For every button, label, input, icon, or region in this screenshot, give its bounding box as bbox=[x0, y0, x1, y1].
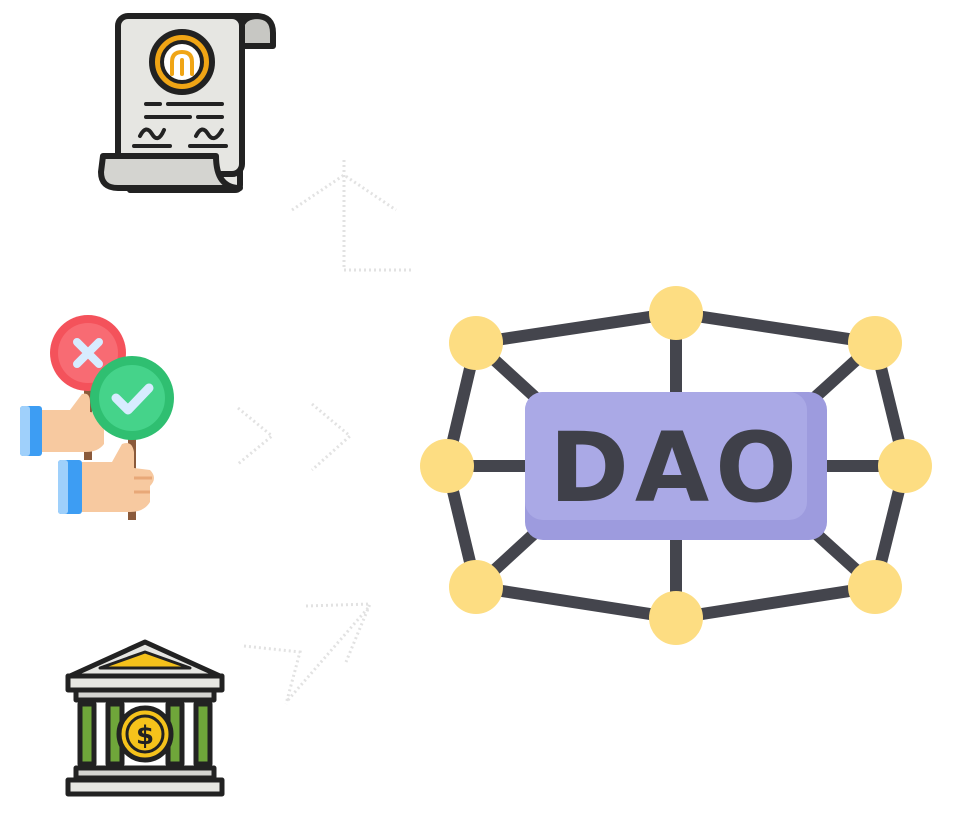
network-node bbox=[649, 591, 703, 645]
arrow-voting-to-dao bbox=[237, 402, 353, 472]
smart-contract-document-icon bbox=[98, 13, 276, 193]
treasury-bank-icon bbox=[65, 639, 225, 797]
network-node bbox=[449, 560, 503, 614]
arrow-contract-to-dao bbox=[291, 160, 412, 272]
network-node bbox=[449, 316, 503, 370]
voting-approve-reject-icon bbox=[20, 315, 174, 520]
network-node bbox=[420, 439, 474, 493]
dao-box bbox=[525, 392, 807, 520]
network-node bbox=[848, 560, 902, 614]
dao-network-icon bbox=[420, 286, 932, 645]
network-node bbox=[878, 439, 932, 493]
arrow-treasury-to-dao bbox=[243, 602, 373, 705]
network-node bbox=[848, 316, 902, 370]
dao-label: DAO bbox=[549, 412, 803, 524]
network-node bbox=[649, 286, 703, 340]
network-nodes bbox=[420, 286, 932, 645]
currency-symbol: $ bbox=[136, 721, 154, 751]
